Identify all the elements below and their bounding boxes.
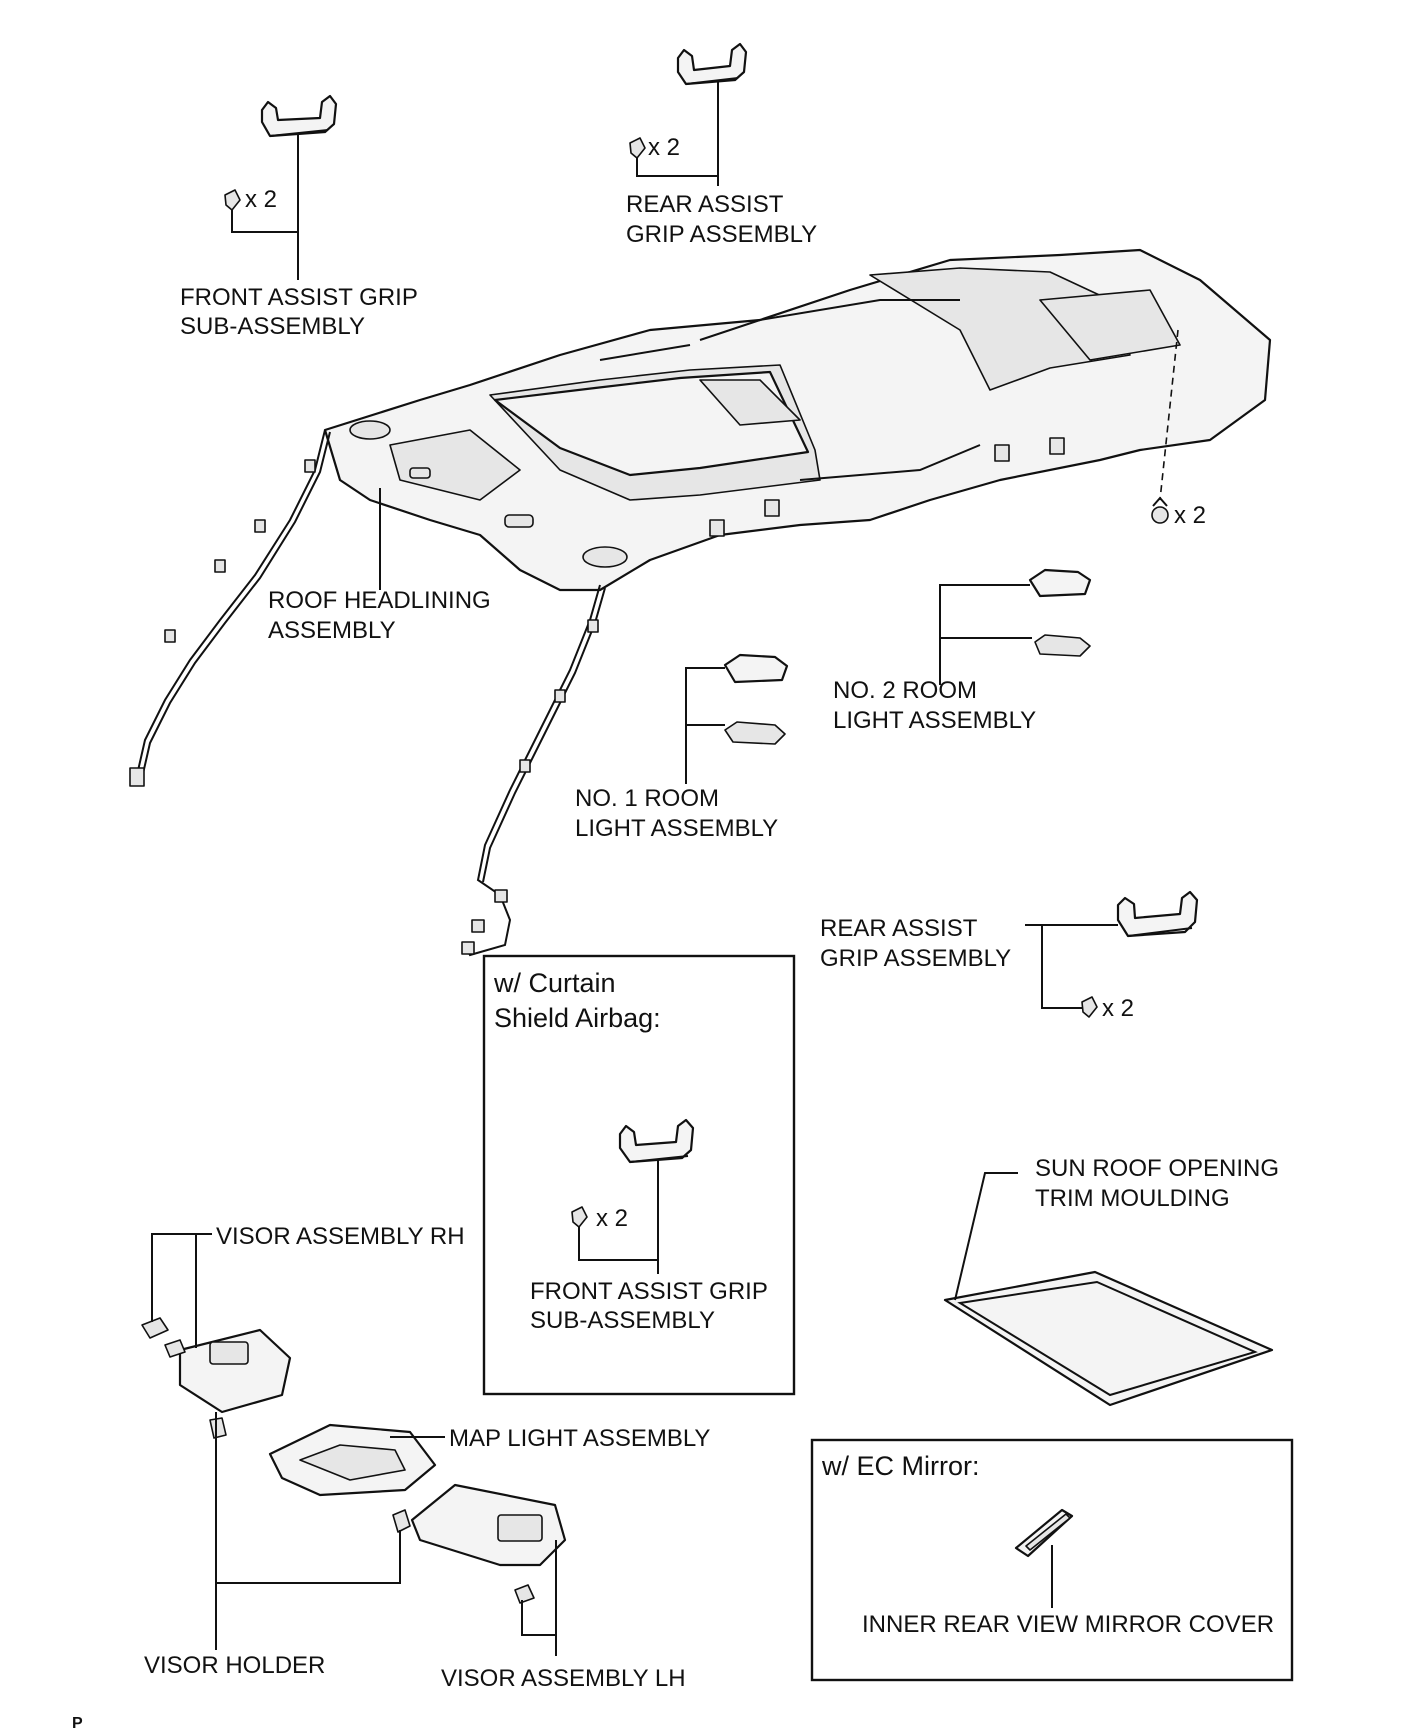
label-no1-room-2: LIGHT ASSEMBLY <box>575 815 778 842</box>
clip-locator-line <box>1159 329 1179 501</box>
clip-qty-rear-top: x 2 <box>648 134 680 161</box>
clip-qty-front-top: x 2 <box>245 186 277 213</box>
curtain-box-title-1: w/ Curtain <box>493 968 616 998</box>
label-map-light: MAP LIGHT ASSEMBLY <box>449 1425 710 1452</box>
label-front-grip-box-2: SUB-ASSEMBLY <box>530 1307 715 1334</box>
label-front-grip-top-2: SUB-ASSEMBLY <box>180 313 365 340</box>
clip-qty-box: x 2 <box>596 1205 628 1232</box>
roof-headlining-panel <box>323 248 1272 592</box>
label-mirror-cover: INNER REAR VIEW MIRROR COVER <box>862 1611 1274 1638</box>
clip-icon-front-top <box>224 189 241 211</box>
curtain-airbag-wire-right <box>461 584 606 957</box>
label-no2-room-2: LIGHT ASSEMBLY <box>833 707 1036 734</box>
leader-sunroof-trim <box>954 1172 1018 1301</box>
label-visor-lh: VISOR ASSEMBLY LH <box>441 1665 686 1692</box>
inner-rear-view-mirror-cover <box>1014 1508 1074 1558</box>
leader-rear-grip-top <box>636 82 719 186</box>
sunroof-trim-moulding <box>943 1270 1274 1407</box>
clip-qty-right: x 2 <box>1174 502 1206 529</box>
map-light-assembly <box>268 1423 437 1497</box>
label-no1-room-1: NO. 1 ROOM <box>575 785 719 812</box>
label-no2-room-1: NO. 2 ROOM <box>833 677 977 704</box>
leader-rear-grip-mid <box>1025 924 1118 1009</box>
label-roof-headlining-1: ROOF HEADLINING <box>268 587 491 614</box>
label-front-grip-top-1: FRONT ASSIST GRIP <box>180 284 418 311</box>
leader-visor-rh <box>151 1233 212 1348</box>
label-rear-grip-mid-1: REAR ASSIST <box>820 915 978 942</box>
leader-visor-holder <box>215 1412 401 1650</box>
leader-front-grip-top <box>231 135 299 280</box>
rear-assist-grip-mid <box>1116 890 1199 938</box>
rear-assist-grip-top <box>676 42 748 86</box>
visor-assembly-rh <box>141 1317 292 1439</box>
label-visor-holder: VISOR HOLDER <box>144 1652 325 1679</box>
label-front-grip-box-1: FRONT ASSIST GRIP <box>530 1278 768 1305</box>
leader-visor-lh <box>521 1540 557 1656</box>
leader-front-grip-box <box>578 1160 659 1274</box>
corner-mark: P <box>72 1715 83 1732</box>
ec-mirror-box <box>810 1438 1294 1682</box>
label-rear-grip-mid-2: GRIP ASSEMBLY <box>820 945 1011 972</box>
visor-assembly-lh <box>392 1483 567 1604</box>
label-sunroof-trim-2: TRIM MOULDING <box>1035 1185 1230 1212</box>
no2-room-light-parts <box>1028 568 1092 657</box>
clip-icon-box <box>571 1206 588 1228</box>
no1-room-light-parts <box>723 653 789 745</box>
curtain-box-title-2: Shield Airbag: <box>494 1003 661 1033</box>
clip-qty-rear-mid: x 2 <box>1102 995 1134 1022</box>
clip-icon-rear-top <box>629 137 646 159</box>
label-rear-grip-top-2: GRIP ASSEMBLY <box>626 221 817 248</box>
label-roof-headlining-2: ASSEMBLY <box>268 617 396 644</box>
label-visor-rh: VISOR ASSEMBLY RH <box>216 1223 465 1250</box>
front-assist-grip-box <box>618 1118 695 1164</box>
label-sunroof-trim-1: SUN ROOF OPENING <box>1035 1155 1279 1182</box>
ec-box-title: w/ EC Mirror: <box>821 1451 980 1481</box>
leader-no1-room-light <box>685 667 725 784</box>
curtain-airbag-wire-left <box>129 429 331 787</box>
leader-no2-room-light <box>939 584 1032 685</box>
front-assist-grip-top <box>260 94 338 138</box>
clip-icon-rear-mid <box>1081 996 1098 1018</box>
clip-icon-right <box>1151 496 1169 524</box>
curtain-shield-airbag-box <box>482 954 796 1396</box>
label-rear-grip-top-1: REAR ASSIST <box>626 191 784 218</box>
